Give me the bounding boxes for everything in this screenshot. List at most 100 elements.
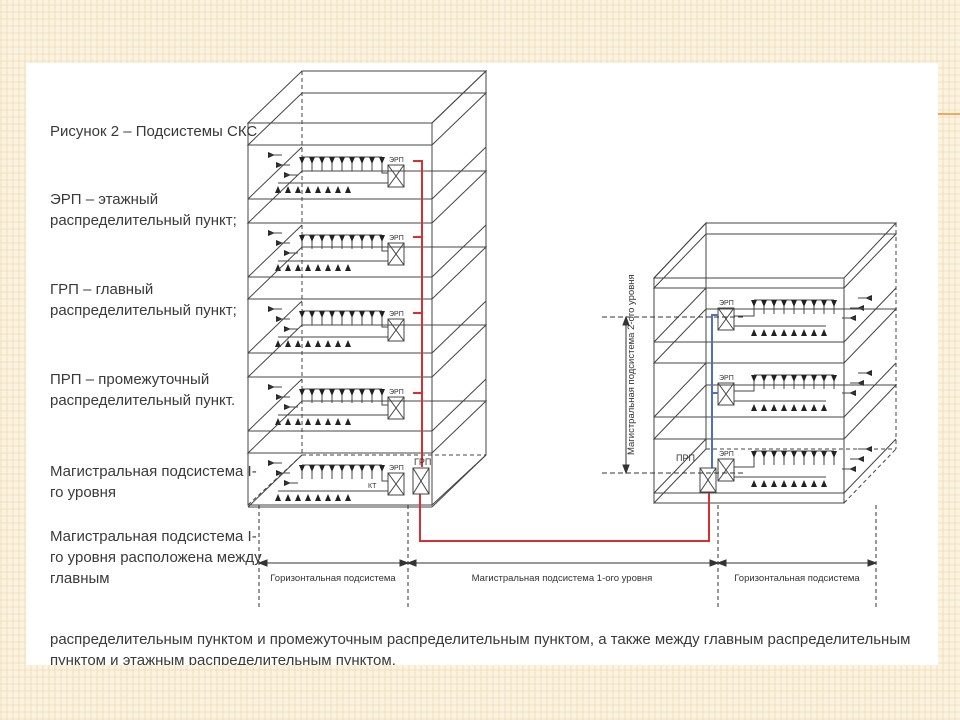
erp-definition: ЭРП – этажный распределительный пункт; <box>50 191 237 229</box>
socket-upper-1 <box>299 235 305 242</box>
socket-upper-12 <box>761 451 767 458</box>
feeder-lower-1 <box>356 259 389 262</box>
description-text: Магистральная подсистема I-го уровня рас… <box>50 528 262 587</box>
socket-upper-2 <box>309 311 315 318</box>
feeder-lower-12 <box>733 475 754 478</box>
vertical-dimension-label: Магистральная подсистема 2-ого уровня <box>626 274 637 455</box>
erp-cross-b-12 <box>717 458 735 482</box>
socket-upper-2 <box>329 311 335 318</box>
socket-upper-10 <box>761 300 767 307</box>
floor-edge-2 <box>247 300 303 354</box>
socket-lower-3 <box>335 418 341 425</box>
backbone-1-dimension-label: Магистральная подсистема 1-ого уровня <box>472 573 653 584</box>
socket-upper-3 <box>379 389 385 396</box>
socket-lower-11 <box>811 404 817 411</box>
socket-upper-4 <box>319 465 325 472</box>
floor-edge-10 <box>653 287 707 343</box>
socket-upper-3 <box>349 389 355 396</box>
socket-lower-3 <box>305 418 311 425</box>
socket-upper-2 <box>359 311 365 318</box>
socket-lower-11 <box>821 404 827 411</box>
socket-upper-11 <box>761 375 767 382</box>
socket-lower-12 <box>791 480 797 487</box>
socket-upper-4 <box>299 465 305 472</box>
slide-panel: Рисунок 2 – Подсистемы СКС ЭРП – этажный… <box>26 63 938 665</box>
floor-edge-right-10 <box>843 287 897 343</box>
socket-upper-11 <box>751 375 757 382</box>
backbone-1-cable <box>413 160 710 542</box>
floor-plate-0 <box>246 92 488 146</box>
socket-lower-4 <box>325 494 331 501</box>
erp-label: ЭРП <box>389 311 404 318</box>
socket-lower-2 <box>345 340 351 347</box>
socket-upper-3 <box>369 389 375 396</box>
socket-lower-10 <box>811 329 817 336</box>
socket-upper-1 <box>339 235 345 242</box>
socket-lower-11 <box>751 404 757 411</box>
figure-title: Рисунок 2 – Подсистемы СКС <box>50 123 258 140</box>
socket-lower-2 <box>315 340 321 347</box>
socket-lower-10 <box>791 329 797 336</box>
socket-upper-1 <box>379 235 385 242</box>
socket-upper-12 <box>801 451 807 458</box>
erp-cross-b-10 <box>717 307 735 331</box>
socket-upper-0 <box>299 157 305 164</box>
grp-definition: ГРП – главный распределительный пункт; <box>50 281 237 319</box>
floor-edge-right-0 <box>431 146 487 200</box>
socket-upper-11 <box>821 375 827 382</box>
floor-edge-right-3 <box>431 378 487 432</box>
socket-upper-10 <box>771 300 777 307</box>
socket-lower-2 <box>335 340 341 347</box>
floor-plate-2 <box>246 246 488 300</box>
socket-upper-2 <box>349 311 355 318</box>
socket-upper-10 <box>831 300 837 307</box>
socket-lower-1 <box>335 264 341 271</box>
socket-lower-1 <box>305 264 311 271</box>
socket-lower-1 <box>345 264 351 271</box>
socket-lower-0 <box>335 186 341 193</box>
prp-cabinet: ПРП <box>676 453 717 493</box>
socket-upper-12 <box>771 451 777 458</box>
erp-label: ЭРП <box>719 300 734 307</box>
socket-lower-1 <box>295 264 301 271</box>
socket-upper-10 <box>781 300 787 307</box>
decor-accent-line <box>938 113 960 115</box>
horizontal-subsystem-left-label: Горизонтальная подсистема <box>270 573 396 584</box>
socket-lower-12 <box>811 480 817 487</box>
socket-upper-3 <box>299 389 305 396</box>
socket-upper-10 <box>791 300 797 307</box>
socket-upper-0 <box>359 157 365 164</box>
feeder-upper-4 <box>381 479 388 482</box>
floor-edge-right-4 <box>431 454 487 508</box>
erp-label: ЭРП <box>719 451 734 458</box>
grp-cabinet: ГРП <box>412 457 431 495</box>
floor-edge-1 <box>247 224 303 278</box>
floor-edge-0 <box>247 146 303 200</box>
feeder-upper-12 <box>734 465 755 468</box>
socket-upper-2 <box>379 311 385 318</box>
erp-label: ЭРП <box>389 235 404 242</box>
socket-lower-12 <box>821 480 827 487</box>
socket-upper-0 <box>349 157 355 164</box>
socket-upper-3 <box>339 389 345 396</box>
socket-lower-4 <box>305 494 311 501</box>
socket-lower-11 <box>771 404 777 411</box>
socket-lower-2 <box>305 340 311 347</box>
socket-upper-0 <box>329 157 335 164</box>
feeder-lower-11 <box>733 399 754 402</box>
socket-lower-0 <box>275 186 281 193</box>
floor-plate-12 <box>652 384 898 440</box>
floor-edge-3 <box>247 378 303 432</box>
floor-edge-12 <box>653 438 707 494</box>
erp-label: ЭРП <box>389 157 404 164</box>
floor-edge-right-12 <box>843 438 897 494</box>
vertical-dimension: Магистральная подсистема 2-ого уровня <box>602 274 746 475</box>
socket-lower-0 <box>325 186 331 193</box>
feeder-lower-4 <box>356 489 389 492</box>
feeder-upper-1 <box>381 249 388 252</box>
floor-edge-right-1 <box>431 224 487 278</box>
socket-lower-12 <box>781 480 787 487</box>
